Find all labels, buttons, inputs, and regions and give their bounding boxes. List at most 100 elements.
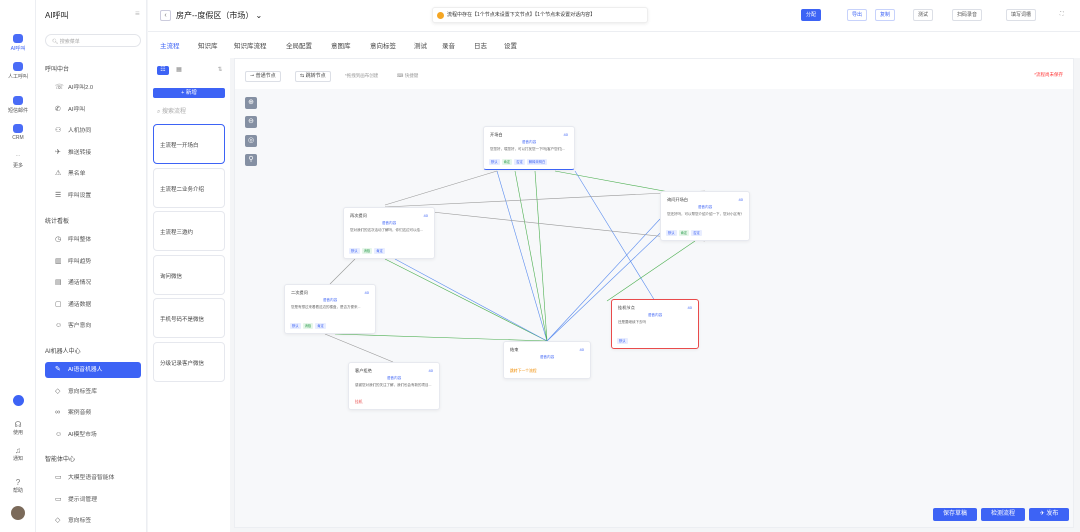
- tab-item[interactable]: 意向标签: [370, 43, 396, 50]
- assistant-button[interactable]: [0, 395, 36, 408]
- sidebar-item[interactable]: ▢通话数据: [45, 297, 141, 313]
- sidebar-item[interactable]: ⚇人机协同: [45, 123, 141, 139]
- branch-tag[interactable]: 默认: [489, 159, 500, 165]
- sidebar-item[interactable]: ▤通话情况: [45, 275, 141, 291]
- sidebar-item[interactable]: ◇意向标签: [45, 513, 141, 529]
- save-draft-button[interactable]: 保存草稿: [933, 508, 977, 521]
- tab-item[interactable]: 知识库: [198, 43, 218, 50]
- flow-card[interactable]: 分级记录客户微信: [153, 341, 225, 382]
- page-title[interactable]: 房产--度假区（市场） ⌄: [176, 11, 263, 20]
- tab-item[interactable]: 设置: [504, 43, 517, 50]
- branch-tag[interactable]: 解释未明白: [526, 159, 548, 165]
- sidebar-item[interactable]: ◇意向标签库: [45, 384, 141, 400]
- branch-tag[interactable]: 默认: [666, 230, 677, 236]
- toolbar-button[interactable]: ⛶: [1056, 9, 1068, 21]
- rail-item-ai-call[interactable]: AI呼叫: [0, 34, 36, 52]
- sidebar-item[interactable]: ◷呼叫整体: [45, 232, 141, 248]
- branch-tag[interactable]: 消极: [302, 323, 314, 329]
- branch-tag[interactable]: 肯定: [374, 248, 385, 254]
- check-flow-button[interactable]: 检测流程: [981, 508, 1025, 521]
- branch-tag[interactable]: 消极: [361, 248, 373, 254]
- jump-node-button[interactable]: ⇆ 跳转节点: [295, 71, 331, 82]
- zoom-button[interactable]: ⊕: [245, 97, 257, 109]
- tab-item[interactable]: 知识库流程: [234, 43, 267, 50]
- branch-tag[interactable]: 默认: [617, 338, 628, 344]
- tab-item[interactable]: 录音: [442, 43, 455, 50]
- help-button[interactable]: ?帮助: [0, 478, 36, 494]
- zoom-button[interactable]: ⚲: [245, 154, 257, 166]
- flow-canvas[interactable]: ⊸ 普通节点 ⇆ 跳转节点 *拖拽到画布创建 ⌨ 快捷键 *流程尚未保存 ⊕⊖◎…: [234, 58, 1074, 528]
- back-button[interactable]: ‹: [160, 10, 171, 21]
- sidebar-item[interactable]: ✈推送转接: [45, 145, 141, 161]
- zoom-button[interactable]: ◎: [245, 135, 257, 147]
- zoom-button[interactable]: ⊖: [245, 116, 257, 128]
- node-audio-icon[interactable]: 40: [563, 132, 568, 137]
- menu-search-input[interactable]: 🔍︎ 搜索菜单: [45, 34, 141, 47]
- node-audio-icon[interactable]: 40: [738, 197, 743, 202]
- sidebar-item[interactable]: ☺AI模型市场: [45, 427, 141, 443]
- normal-node-label: 普通节点: [255, 73, 276, 79]
- sidebar-item[interactable]: ▭提示词管理: [45, 492, 141, 508]
- rail-item-more[interactable]: ···更多: [0, 154, 36, 170]
- flow-card[interactable]: 主流程二业务介绍: [153, 167, 225, 208]
- toolbar-button[interactable]: 分配: [801, 9, 822, 21]
- branch-tag[interactable]: 默认: [349, 248, 360, 254]
- sidebar-item[interactable]: ✆AI呼叫: [45, 102, 141, 118]
- publish-button[interactable]: ✈ 发布: [1029, 508, 1069, 521]
- node-audio-icon[interactable]: 40: [579, 347, 584, 352]
- tab-item[interactable]: 日志: [474, 43, 487, 50]
- card-view-icon[interactable]: ☷: [157, 66, 169, 75]
- flow-card[interactable]: 询问微信: [153, 254, 225, 295]
- branch-tag[interactable]: 否定: [514, 159, 525, 165]
- usage-button[interactable]: ☊使用: [0, 420, 36, 436]
- rail-item-crm[interactable]: CRM: [0, 124, 36, 141]
- branch-tag[interactable]: 肯定: [501, 159, 513, 165]
- toolbar-button[interactable]: 填写词槽: [1006, 9, 1037, 21]
- new-flow-button[interactable]: + 新增: [153, 88, 225, 98]
- flow-card[interactable]: 主流程三邀约: [153, 211, 225, 251]
- branch-tag[interactable]: 肯定: [678, 230, 690, 236]
- tab-item[interactable]: 全局配置: [286, 43, 312, 50]
- sidebar-item[interactable]: ⚠黑名单: [45, 166, 141, 182]
- node-audio-icon[interactable]: 40: [687, 305, 692, 310]
- sort-icon[interactable]: ⇅: [217, 67, 223, 73]
- node-audio-icon[interactable]: 40: [364, 290, 369, 295]
- shortcut-button[interactable]: ⌨ 快捷键: [397, 73, 419, 78]
- collapse-icon[interactable]: ≡: [135, 9, 140, 18]
- sidebar-item[interactable]: ☰呼叫设置: [45, 188, 141, 204]
- flow-card[interactable]: 主流程一开场白: [153, 124, 225, 164]
- user-avatar[interactable]: [0, 506, 36, 522]
- flow-card[interactable]: 手机号码不是微信: [153, 298, 225, 338]
- rail-item-sms[interactable]: 短信邮件: [0, 96, 36, 114]
- toolbar-button[interactable]: 导出: [847, 9, 868, 21]
- sidebar-item[interactable]: ☺客户意向: [45, 318, 141, 334]
- flow-node[interactable]: 询问开场白40语音内容您还好吗，可以帮您介绍介绍一下，您对小区有兴趣吗...默认…: [660, 191, 750, 241]
- flow-search-input[interactable]: ⌕ 搜索流程: [157, 109, 187, 115]
- sidebar-item[interactable]: ☏AI呼叫2.0: [45, 80, 141, 96]
- branch-tag[interactable]: 否定: [691, 230, 702, 236]
- sidebar-item[interactable]: ▭大模型语音智能体: [45, 470, 141, 486]
- tab-item[interactable]: 主流程: [160, 43, 180, 50]
- node-audio-icon[interactable]: 40: [423, 213, 428, 218]
- grid-view-icon[interactable]: ▦: [176, 67, 182, 73]
- tab-item[interactable]: 测试: [414, 43, 427, 50]
- tab-item[interactable]: 意图库: [331, 43, 351, 50]
- node-audio-icon[interactable]: 40: [428, 368, 433, 373]
- toolbar-button[interactable]: 扫码录音: [952, 9, 983, 21]
- toolbar-button[interactable]: 复制: [875, 9, 896, 21]
- sidebar-item[interactable]: ∞案例音频: [45, 405, 141, 421]
- toolbar-button[interactable]: 测试: [913, 9, 934, 21]
- sidebar-item[interactable]: ✎AI语音机器人: [45, 362, 141, 378]
- sidebar-item[interactable]: ▥呼叫趋势: [45, 254, 141, 270]
- rail-item-manual[interactable]: 人工呼叫: [0, 62, 36, 80]
- notify-button[interactable]: ♫通知: [0, 446, 36, 462]
- branch-tag[interactable]: 肯定: [315, 323, 326, 329]
- normal-node-button[interactable]: ⊸ 普通节点: [245, 71, 281, 82]
- branch-tag[interactable]: 默认: [290, 323, 301, 329]
